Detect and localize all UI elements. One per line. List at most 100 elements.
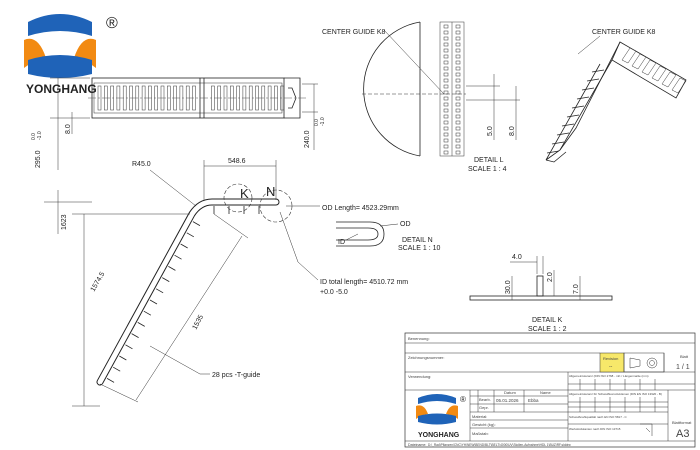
tb-benennung: Benennung:: [408, 336, 430, 341]
guide-hole: [443, 30, 449, 35]
id-tolerance-note: +0.0 -5.0: [320, 289, 348, 296]
guide-hole: [455, 126, 461, 131]
top-length-dim: 548.6: [228, 158, 246, 165]
guide-hole: [443, 150, 449, 155]
guide-hole: [443, 84, 449, 89]
dim-1623: 1623: [61, 214, 68, 230]
guide-hole: [443, 90, 449, 95]
guide-hole: [455, 78, 461, 83]
t-guide: [119, 355, 127, 361]
guide-count-note: 28 pcs -T-guide: [212, 372, 260, 379]
guide-hole: [455, 108, 461, 113]
detail-l-scale: SCALE 1 : 4: [468, 166, 507, 173]
guide-hole: [443, 138, 449, 143]
guide-hole: [455, 150, 461, 155]
guide-hole: [455, 42, 461, 47]
guide-hole: [443, 24, 449, 29]
tb-blatt-value: 1 / 1: [676, 364, 690, 371]
id-length-note: ID total length= 4510.72 mm: [320, 279, 408, 286]
logo-registered-mark: ®: [106, 15, 118, 32]
tb-revision-value: --: [609, 364, 613, 370]
guide-hole: [443, 102, 449, 107]
top-view-right-tol-plus: 0.0: [314, 119, 320, 126]
tb-blattformat-value: A3: [676, 428, 689, 440]
guide-hole: [443, 144, 449, 149]
detail-l-label: CENTER GUIDE K8: [322, 29, 386, 36]
guide-hole: [455, 66, 461, 71]
iso-view: CENTER GUIDE K8: [545, 29, 687, 163]
guide-hole: [443, 114, 449, 119]
t-guide: [149, 299, 158, 305]
detail-k-dim-right: 7.0: [573, 284, 580, 294]
tb-edge-note: Werkstückkanten nach DIN ISO 13715: [569, 427, 621, 431]
tb-masstab: Maßstab:: [472, 431, 489, 436]
guide-hole: [443, 120, 449, 125]
marker-n: N: [266, 184, 275, 199]
guide-hole: [443, 54, 449, 59]
dim-1535: 1535: [192, 314, 206, 331]
title-block-logo: YONGHANG ®: [416, 394, 466, 439]
dim-1574: 1574.5: [90, 271, 107, 293]
tb-gepr: Gepr.: [479, 405, 489, 410]
iso-guide: [551, 141, 565, 145]
tb-weld-quality: Schweißnahtqualität nach EN ISO 5817 - C: [569, 415, 628, 419]
projection-symbol: [629, 357, 658, 369]
top-view-belt: 295.0 0.0 -1.0 8.0 240.0 0.0 -1.0: [31, 77, 326, 170]
guide-hole: [443, 108, 449, 113]
guide-hole: [443, 48, 449, 53]
logo-blue-arc-bottom: [28, 55, 92, 78]
yonghang-logo: YONGHANG ®: [24, 14, 118, 96]
guide-hole: [455, 144, 461, 149]
tb-blattformat-label: Blattformat: [672, 420, 692, 425]
guide-hole: [455, 24, 461, 29]
t-guide: [180, 243, 188, 249]
iso-rib: [651, 65, 667, 82]
iso-rib: [671, 77, 687, 94]
detail-n-scale: SCALE 1 : 10: [398, 245, 441, 252]
guide-hole: [455, 30, 461, 35]
detail-n-id: ID: [338, 239, 345, 246]
t-guide: [106, 378, 115, 383]
detail-n-view: OD ID DETAIL N SCALE 1 : 10: [336, 221, 441, 252]
guide-hole: [443, 36, 449, 41]
guide-hole: [443, 66, 449, 71]
radius-dim: R45.0: [132, 161, 151, 168]
tb-verwendung: Verwendung:: [408, 374, 431, 379]
t-guide: [143, 310, 152, 316]
tb-datum-label: Datum: [504, 390, 516, 395]
od-length-note: OD Length= 4523.29mm: [322, 205, 399, 212]
tb-material: Material:: [472, 414, 487, 419]
guide-hole: [443, 78, 449, 83]
detail-k-title: DETAIL K: [532, 317, 563, 324]
t-guide: [192, 221, 201, 226]
detail-n-title: DETAIL N: [402, 237, 433, 244]
top-view-height-tol-plus: 0.0: [31, 133, 37, 140]
tb-date: 05.01.2026: [496, 398, 519, 403]
guide-hole: [455, 102, 461, 107]
guide-hole: [455, 84, 461, 89]
t-guide: [186, 232, 194, 238]
t-guide: [137, 322, 145, 327]
iso-guide: [546, 150, 560, 154]
guide-hole: [443, 60, 449, 65]
iso-guide: [576, 96, 590, 100]
iso-rib: [631, 53, 647, 70]
t-guide: [174, 254, 182, 260]
detail-l-view: CENTER GUIDE K8 5.0 8.0 DETAIL L SCALE 1…: [322, 21, 520, 173]
detail-l-dim-b: 8.0: [509, 126, 516, 136]
tb-bearb: Bearb.: [479, 397, 491, 402]
t-guide: [168, 266, 176, 271]
iso-rib: [621, 47, 637, 64]
guide-hole: [455, 132, 461, 137]
tb-tol-welded: Allgemeintoleranz für Schweißkonstruktio…: [569, 392, 662, 396]
iso-guide: [571, 105, 585, 109]
belt-profile-outer: [96, 198, 280, 386]
detail-k-view: 4.0 30.0 2.0 7.0 DETAIL K SCALE 1 : 2: [469, 254, 613, 333]
guide-hole: [455, 96, 461, 101]
tb-tol-general: Allgemeintoleranz (DIN ISO 2768 - mK / L…: [569, 374, 649, 378]
guide-hole: [443, 72, 449, 77]
t-guide: [131, 333, 139, 338]
belt-profile-inner: [97, 199, 279, 385]
logo-blue-arc: [28, 14, 92, 36]
